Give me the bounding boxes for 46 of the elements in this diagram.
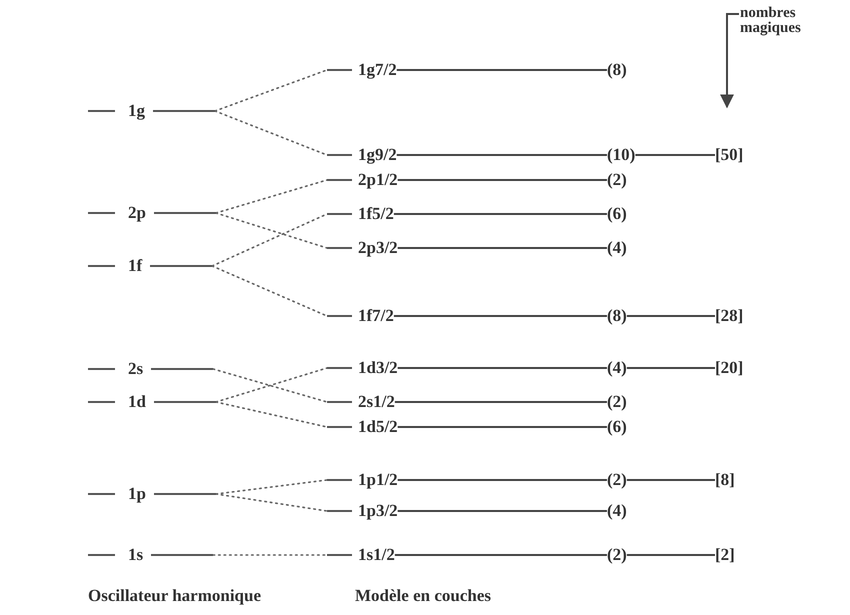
degeneracy-number: (6) [607,204,627,224]
connector-line [394,315,607,317]
dotted-connector [215,493,328,512]
connector-line [394,401,607,403]
degeneracy-number: (8) [607,60,627,80]
degeneracy-number: (2) [607,470,627,490]
axis-caption: Modèle en couches [355,586,491,606]
dotted-connector [215,179,328,214]
connector-line [626,315,715,317]
connector-line [394,213,607,215]
dotted-connector [215,479,328,495]
degeneracy-number: (4) [607,358,627,378]
magic-number: [20] [715,358,744,378]
dotted-connector [215,212,328,249]
connector-line [396,154,607,156]
connector-line [626,367,715,369]
dotted-connector [214,69,328,112]
connector-line [396,69,607,71]
degeneracy-number: (8) [607,306,627,326]
dotted-connector [211,265,328,317]
connector-line [635,154,715,156]
connector-line [626,554,715,556]
degeneracy-number: (4) [607,501,627,521]
connector-line [398,179,607,181]
degeneracy-number: (4) [607,238,627,258]
degeneracy-number: (2) [607,170,627,190]
magic-number: [8] [715,470,735,490]
dotted-connector [215,401,328,428]
connector-line [626,479,715,481]
magic-number: [50] [715,145,744,165]
connector-line [394,554,607,556]
connector-line [398,479,607,481]
connector-line [398,247,607,249]
arrow [720,13,739,108]
axis-caption: Oscillateur harmonique [88,586,261,606]
degeneracy-number: (6) [607,417,627,437]
magic-number: [28] [715,306,744,326]
connector-line [398,367,607,369]
degeneracy-number: (2) [607,545,627,565]
connector-line [398,426,607,428]
magic-number: [2] [715,545,735,565]
connector-line [398,510,607,512]
annotation-text: nombres magiques [740,6,800,36]
degeneracy-number: (10) [607,145,636,165]
degeneracy-number: (2) [607,392,627,412]
dotted-connector [212,554,328,556]
